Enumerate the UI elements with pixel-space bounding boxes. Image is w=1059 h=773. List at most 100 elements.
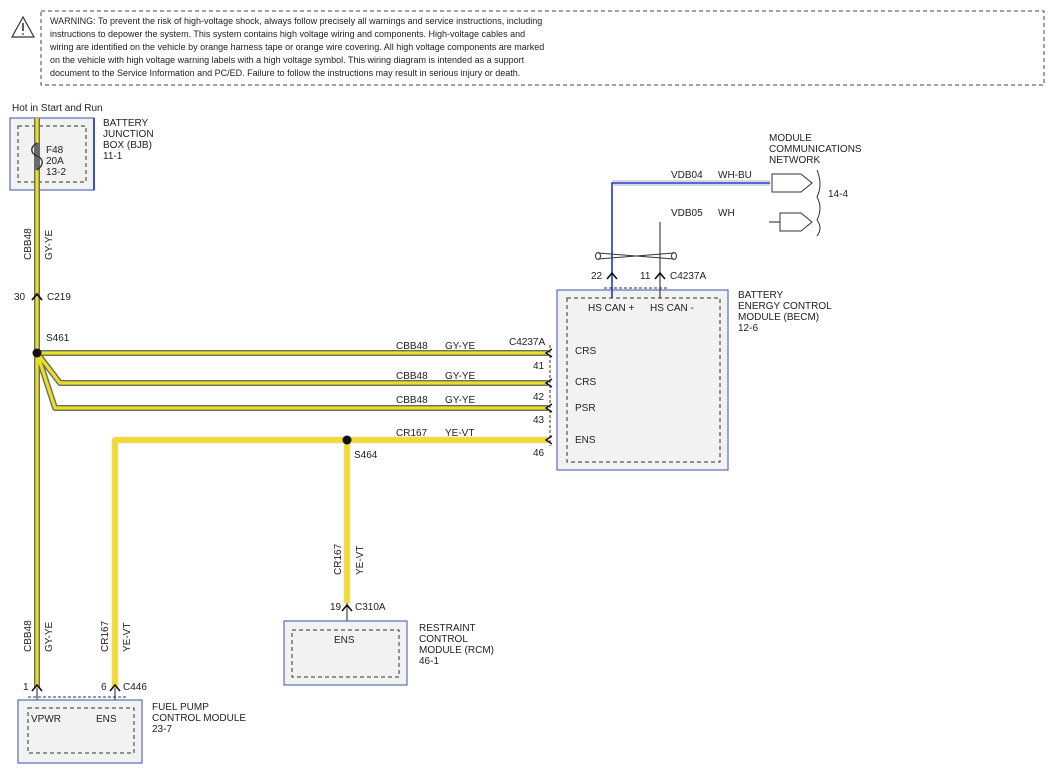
- becm-name-line-4: 12-6: [738, 323, 758, 334]
- warning-section: WARNING: To prevent the risk of high-vol…: [10, 10, 1045, 86]
- c4237a-pin-11: 11: [640, 271, 651, 282]
- rcm-module: ENS: [283, 620, 408, 686]
- vdb04-color: WH-BU: [718, 170, 752, 181]
- becm-name-line-1: BATTERY: [738, 290, 784, 301]
- warning-line-1: WARNING: To prevent the risk of high-vol…: [50, 16, 542, 26]
- network-arrow-vdb04-icon: [771, 173, 813, 193]
- network-arrow-vdb05-icon: [779, 212, 813, 232]
- can-wires: [595, 180, 780, 268]
- ye-vt-wires: [111, 436, 548, 688]
- pin-46: 46: [533, 448, 545, 459]
- fpcm-outer-box: [17, 699, 143, 764]
- becm-pin-psr: PSR: [575, 403, 596, 414]
- becm-name-line-3: MODULE (BECM): [738, 312, 819, 323]
- c310a-name: C310A: [355, 602, 386, 613]
- splice-s461-label: S461: [46, 333, 70, 344]
- main-top-circuit: CBB48: [23, 228, 34, 260]
- becm-name-line-2: ENERGY CONTROL: [738, 301, 832, 312]
- network-ref: 14-4: [828, 189, 848, 200]
- warning-triangle-icon: [10, 15, 36, 38]
- warning-line-5: document to the Service Information and …: [50, 68, 520, 78]
- vdb05-circuit: VDB05: [671, 208, 703, 219]
- bjb-name-line-3: BOX (BJB): [103, 140, 152, 151]
- rcm-pin-ens: ENS: [334, 635, 355, 646]
- wire-3-color: GY-YE: [445, 395, 476, 406]
- gy-ye-wires: [34, 118, 548, 688]
- pin-43: 43: [533, 415, 545, 426]
- wire-2-circuit: CBB48: [396, 371, 428, 382]
- bjb-name-line-1: BATTERY: [103, 118, 149, 129]
- vdb04-circuit: VDB04: [671, 170, 703, 181]
- twisted-pair-icon: [595, 252, 677, 260]
- wire-2-color: GY-YE: [445, 371, 476, 382]
- becm-outer-box: [556, 289, 729, 471]
- connector-c4237a-top: 22 11 C4237A: [591, 268, 706, 298]
- c310a-pin: 19: [330, 602, 342, 613]
- bjb-fuse-ref: 13-2: [46, 167, 66, 178]
- wire-1-circuit: CBB48: [396, 341, 428, 352]
- network-name-line-1: MODULE: [769, 133, 812, 144]
- bjb-inner-box: [17, 125, 87, 183]
- fpcm-pin-ens: ENS: [96, 714, 117, 725]
- network-bracket-icon: [816, 169, 821, 237]
- c4237a-pin-22: 22: [591, 271, 603, 282]
- battery-junction-box: F48 20A 13-2: [9, 117, 95, 191]
- c446-pin-6: 6: [101, 682, 107, 693]
- rcm-name-line-1: RESTRAINT: [419, 623, 476, 634]
- becm-pin-crs-2: CRS: [575, 377, 596, 388]
- network-name-line-3: NETWORK: [769, 155, 820, 166]
- fuel-branch-color: YE-VT: [122, 623, 133, 652]
- pin-42: 42: [533, 392, 545, 403]
- c446-pin-1: 1: [23, 682, 29, 693]
- warning-box: [40, 10, 1045, 86]
- wire-1-color: GY-YE: [445, 341, 476, 352]
- bjb-outer-box: [9, 117, 95, 191]
- splice-s464-dot: [342, 435, 352, 445]
- warning-line-2: instructions to depower the system. This…: [50, 29, 525, 39]
- becm-pin-ens: ENS: [575, 435, 596, 446]
- connector-c4237a-left: C4237A 41 42 43 46: [509, 337, 553, 459]
- vdb05-color: WH: [718, 208, 735, 219]
- fpcm-pin-vpwr: VPWR: [31, 714, 61, 725]
- rcm-branch-circuit: CR167: [333, 543, 344, 575]
- main-bottom-color: GY-YE: [44, 621, 55, 652]
- becm-pin-crs-1: CRS: [575, 346, 596, 357]
- c219-pin: 30: [14, 292, 26, 303]
- becm-module: CRS CRS PSR ENS HS CAN + HS CAN -: [556, 289, 729, 471]
- wire-3-circuit: CBB48: [396, 395, 428, 406]
- fuse-f48-icon: [31, 142, 43, 171]
- fuel-branch-circuit: CR167: [100, 620, 111, 652]
- c446-name: C446: [123, 682, 147, 693]
- c219-name: C219: [47, 292, 71, 303]
- hot-in-start-run-label: Hot in Start and Run: [12, 103, 103, 114]
- fpcm-name-line-3: 23-7: [152, 724, 172, 735]
- wire-4-color: YE-VT: [445, 428, 474, 439]
- connector-c219: 30 C219: [14, 292, 71, 303]
- rcm-name-line-4: 46-1: [419, 656, 439, 667]
- wire-4-circuit: CR167: [396, 428, 428, 439]
- becm-can-minus: HS CAN -: [650, 303, 694, 314]
- fpcm-name-line-1: FUEL PUMP: [152, 702, 209, 713]
- rcm-name-line-3: MODULE (RCM): [419, 645, 494, 656]
- main-bottom-circuit: CBB48: [23, 620, 34, 652]
- bjb-name-line-4: 11-1: [103, 151, 123, 162]
- bjb-name-line-2: JUNCTION: [103, 129, 154, 140]
- becm-can-plus: HS CAN +: [588, 303, 635, 314]
- warning-line-3: wiring are identified on the vehicle by …: [49, 42, 544, 52]
- network-name-line-2: COMMUNICATIONS: [769, 144, 862, 155]
- splice-s461-dot: [32, 348, 42, 358]
- c4237a-top-name: C4237A: [670, 271, 706, 282]
- main-top-color: GY-YE: [44, 229, 55, 260]
- splice-s464-label: S464: [354, 450, 378, 461]
- pin-41: 41: [533, 361, 545, 372]
- bjb-fuse-rating: 20A: [46, 156, 64, 167]
- bjb-fuse-id: F48: [46, 145, 64, 156]
- rcm-outer-box: [283, 620, 408, 686]
- fuel-pump-control-module: VPWR ENS: [17, 699, 143, 764]
- fpcm-name-line-2: CONTROL MODULE: [152, 713, 246, 724]
- warning-line-4: on the vehicle with high voltage warning…: [50, 55, 525, 65]
- rcm-name-line-2: CONTROL: [419, 634, 468, 645]
- fpcm-inner-box: [27, 707, 135, 754]
- rcm-branch-color: YE-VT: [355, 546, 366, 575]
